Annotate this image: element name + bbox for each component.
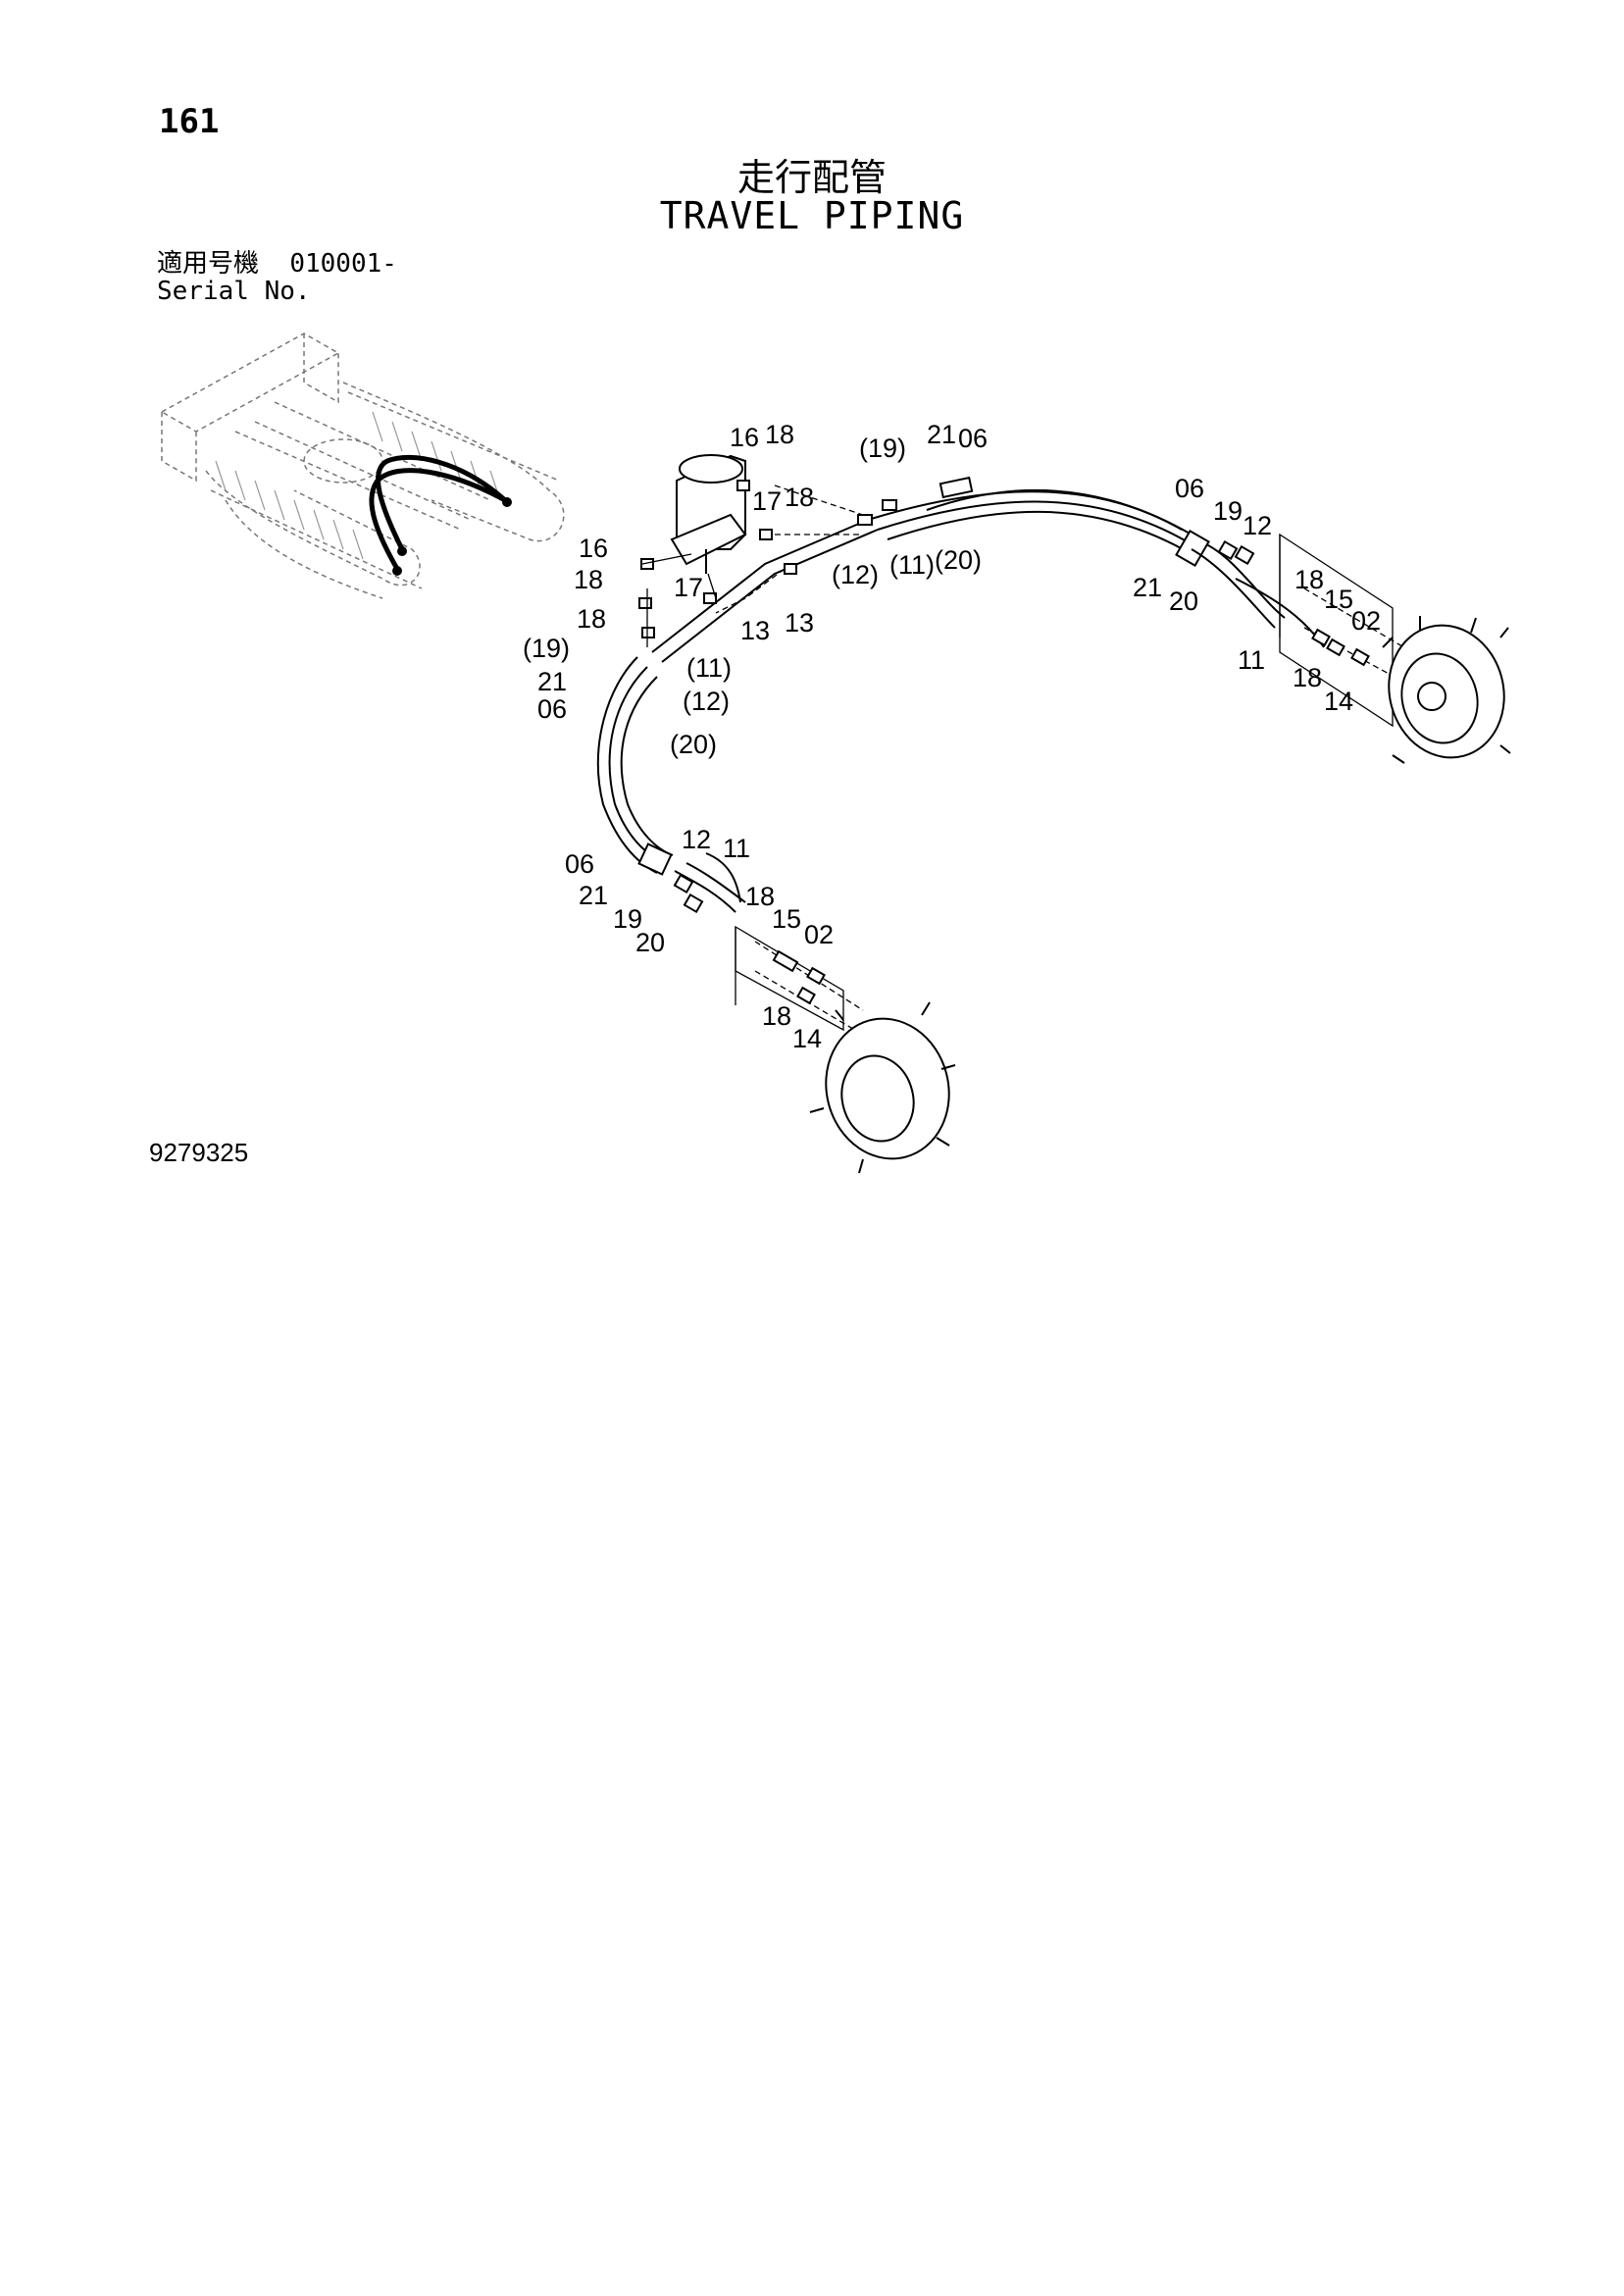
drawing-number: 9279325 — [149, 1138, 249, 1167]
right-branch — [1191, 543, 1325, 648]
callout-label: (19) — [859, 434, 906, 463]
callout-label: 16 — [730, 423, 759, 452]
callout-label: 06 — [958, 424, 988, 453]
callout-label: 13 — [785, 608, 814, 638]
callouts: 16 18 (19) 21 06 17 18 06 19 12 16 18 17… — [523, 420, 1381, 1053]
callout-label: 19 — [613, 904, 642, 934]
title-japanese: 走行配管 — [736, 156, 887, 199]
callout-label: 18 — [745, 882, 775, 911]
callout-label: (12) — [683, 687, 730, 716]
callout-label: 18 — [577, 604, 606, 634]
left-travel-motor — [809, 1001, 956, 1174]
callout-label: 18 — [1294, 565, 1324, 594]
right-fittings — [1217, 539, 1370, 667]
callout-label: 21 — [1133, 573, 1162, 602]
serial-value: 010001- — [289, 249, 397, 279]
callout-label: 20 — [1169, 587, 1198, 616]
callout-label: 02 — [804, 920, 834, 949]
callout-label: 15 — [1324, 585, 1353, 614]
leader-lines — [641, 485, 864, 647]
callout-label: 21 — [579, 881, 608, 910]
callout-label: 18 — [1293, 663, 1322, 692]
page-number: 161 — [159, 102, 220, 141]
callout-label: 06 — [1175, 474, 1204, 503]
right-travel-motor — [1382, 616, 1511, 764]
callout-label: 06 — [565, 849, 594, 879]
left-fittings — [673, 873, 826, 1005]
inset-hose-ends — [392, 497, 512, 576]
callout-label: 14 — [1324, 687, 1353, 716]
callout-label: 19 — [1213, 496, 1243, 526]
callout-label: (20) — [670, 730, 717, 759]
callout-label: 18 — [785, 483, 814, 512]
callout-label: 18 — [765, 420, 794, 449]
title-english: TRAVEL PIPING — [659, 194, 965, 237]
callout-label: (19) — [523, 634, 570, 663]
callout-label: 15 — [772, 904, 801, 934]
callout-label: 18 — [574, 565, 603, 594]
callout-label: (12) — [832, 560, 879, 589]
callout-label: 20 — [635, 928, 665, 957]
hose-clamps — [637, 476, 1210, 876]
callout-label: (20) — [935, 545, 982, 575]
callout-label: 13 — [740, 616, 770, 645]
callout-label: 02 — [1351, 606, 1381, 636]
callout-label: 17 — [674, 573, 703, 602]
serial-label-english: Serial No. — [157, 277, 311, 306]
center-joint — [670, 454, 747, 574]
callout-label: 12 — [1243, 511, 1272, 540]
callout-label: 12 — [682, 825, 711, 854]
callout-label: (11) — [686, 653, 732, 683]
callout-label: (11) — [889, 550, 935, 580]
callout-label: 11 — [1238, 645, 1265, 675]
inset-hoses — [369, 454, 507, 571]
callout-label: 14 — [792, 1024, 822, 1053]
callout-label: 21 — [537, 667, 567, 696]
serial-label-japanese: 適用号機 — [157, 249, 260, 279]
callout-label: 06 — [537, 694, 567, 724]
undercarriage-inset — [160, 332, 565, 599]
callout-label: 17 — [752, 486, 782, 516]
left-leader-box — [735, 925, 864, 1036]
callout-label: 18 — [762, 1001, 791, 1031]
callout-label: 16 — [579, 534, 608, 563]
callout-label: 11 — [723, 834, 750, 863]
callout-label: 21 — [927, 420, 956, 449]
serial-number-block: 適用号機 010001- Serial No. — [157, 250, 397, 305]
